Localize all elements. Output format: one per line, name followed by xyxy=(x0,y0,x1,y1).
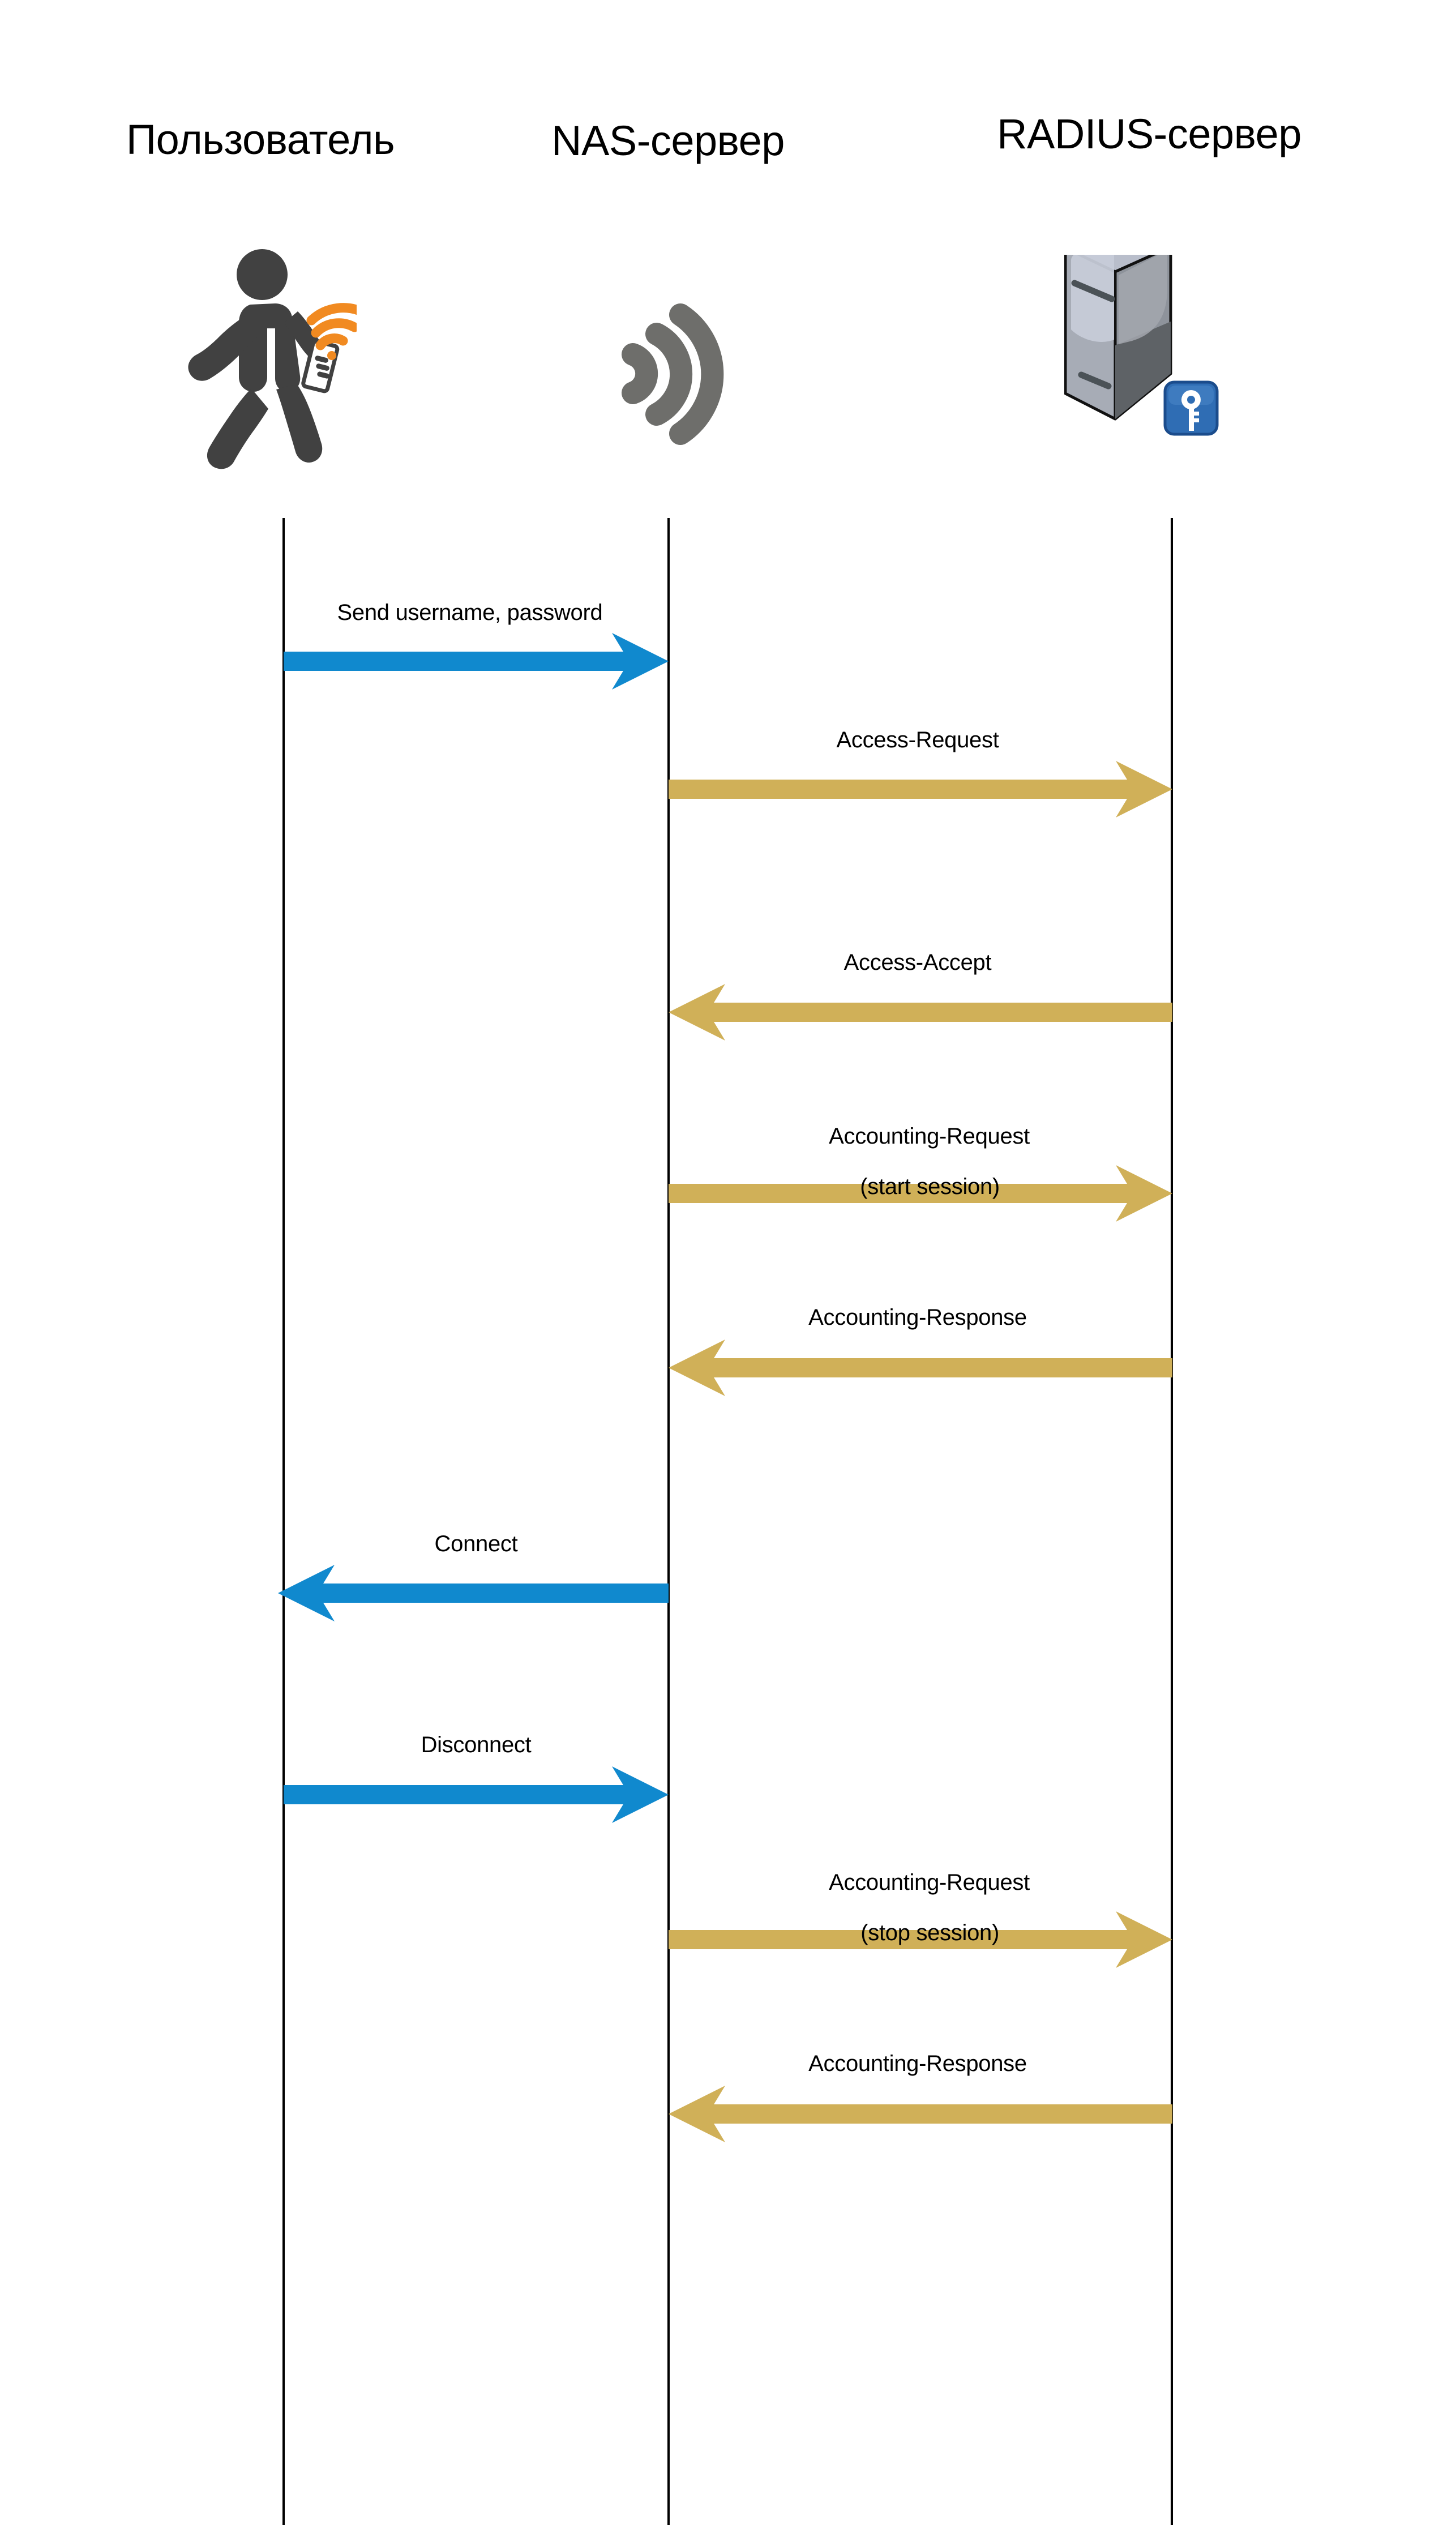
message-label-connect: Connect xyxy=(434,1531,518,1556)
actor-title-user: Пользователь xyxy=(126,116,395,163)
message-label-access-accept: Access-Accept xyxy=(843,950,992,975)
wireless-signal-icon xyxy=(589,266,736,464)
message-arrow-access-accept xyxy=(669,984,1178,1041)
message-arrow-access-request xyxy=(669,761,1178,818)
message-label-line-1: Accounting-Request xyxy=(829,1869,1030,1895)
message-label-accounting-request-stop: Accounting-Request (stop session) xyxy=(669,1844,1167,1971)
lifeline-nas xyxy=(667,518,670,2525)
message-arrow-send-credentials xyxy=(284,633,674,690)
lifeline-user xyxy=(282,518,285,2525)
message-arrow-accounting-response-start xyxy=(669,1339,1178,1396)
message-arrow-accounting-request-stop xyxy=(669,1911,1178,1968)
message-arrow-disconnect xyxy=(284,1766,674,1823)
message-label-send-credentials: Send username, password xyxy=(337,600,603,625)
actor-title-nas: NAS-сервер xyxy=(551,117,785,164)
message-label-line-2: (stop session) xyxy=(860,1920,1000,1946)
message-label-access-request: Access-Request xyxy=(836,727,999,752)
walking-person-with-phone-wifi-icon xyxy=(187,243,371,470)
server-tower-with-key-badge-icon xyxy=(1064,222,1228,459)
actor-title-radius: RADIUS-сервер xyxy=(997,110,1301,157)
message-label-disconnect: Disconnect xyxy=(421,1732,532,1757)
message-arrow-connect xyxy=(278,1565,669,1621)
message-arrow-accounting-response-stop xyxy=(669,2086,1178,2142)
message-label-line-1: Accounting-Request xyxy=(829,1123,1030,1149)
message-label-line-2: (start session) xyxy=(860,1174,1000,1200)
message-label-accounting-response-stop: Accounting-Response xyxy=(808,2051,1027,2076)
message-label-accounting-request-start: Accounting-Request (start session) xyxy=(669,1098,1167,1225)
lifeline-radius xyxy=(1171,518,1173,2525)
message-label-accounting-response-start: Accounting-Response xyxy=(808,1305,1027,1330)
message-arrow-accounting-request-start xyxy=(669,1165,1178,1222)
